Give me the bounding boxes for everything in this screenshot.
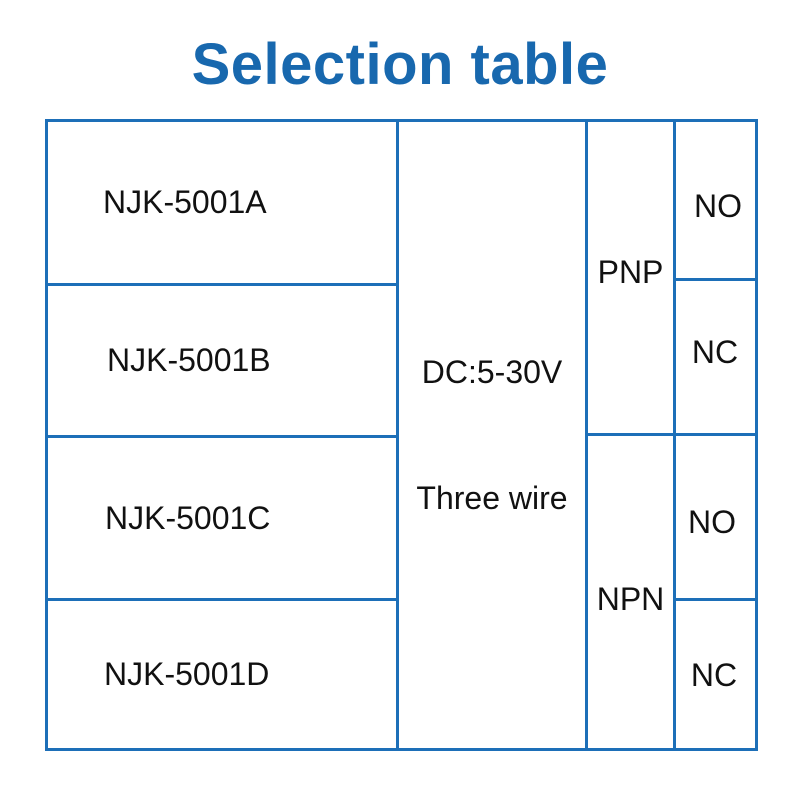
model-row-divider-3: [45, 598, 399, 601]
type-row-divider: [585, 433, 676, 436]
table-border-bottom: [45, 748, 758, 751]
output-cell: NO: [694, 187, 742, 224]
type-cell-npn: NPN: [596, 580, 665, 617]
output-cell: NC: [690, 656, 738, 693]
output-cell: NC: [691, 333, 739, 370]
model-cell: NJK-5001C: [105, 499, 271, 536]
type-cell-pnp: PNP: [597, 253, 664, 290]
output-row-divider-1: [673, 278, 758, 281]
wiring-label: Three wire: [416, 479, 568, 516]
model-row-divider-2: [45, 435, 399, 438]
model-row-divider-1: [45, 283, 399, 286]
output-row-divider-2: [673, 433, 758, 436]
output-cell: NO: [688, 503, 736, 540]
voltage-label: DC:5-30V: [421, 353, 563, 390]
model-cell: NJK-5001B: [107, 342, 271, 378]
model-cell: NJK-5001D: [104, 656, 270, 692]
table-border-top: [45, 119, 758, 122]
model-cell: NJK-5001A: [103, 184, 267, 220]
output-row-divider-3: [673, 598, 758, 601]
page-title: Selection table: [191, 32, 609, 97]
